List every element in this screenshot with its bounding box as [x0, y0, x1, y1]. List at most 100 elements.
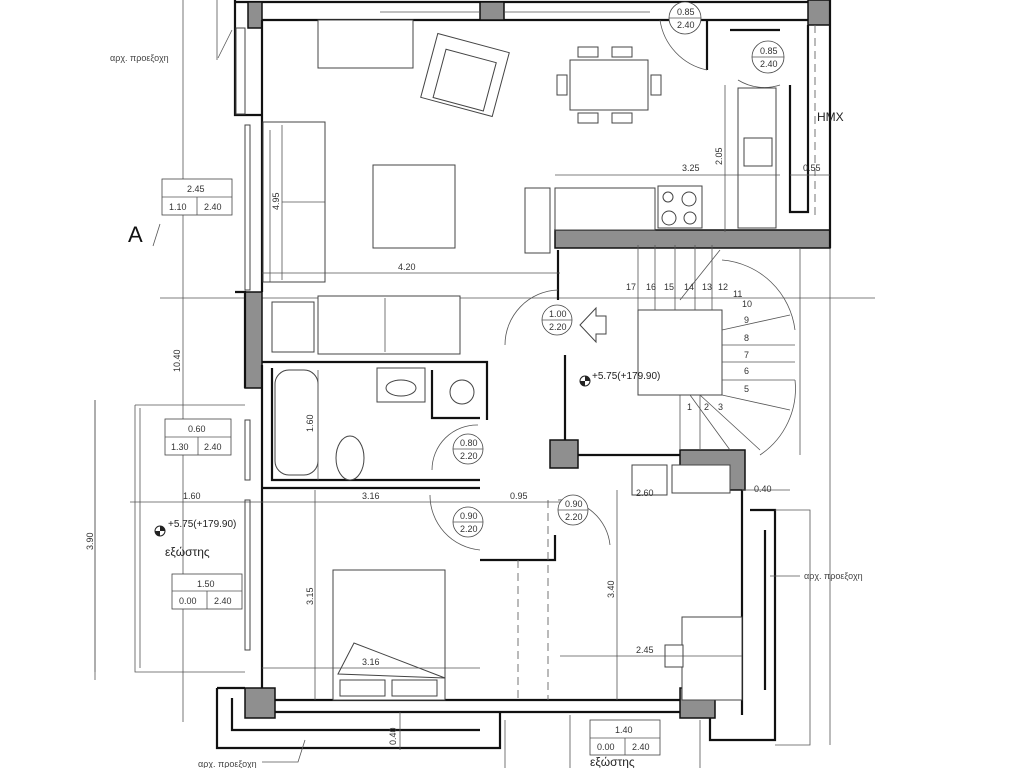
svg-text:0.60: 0.60 [188, 424, 206, 434]
svg-text:6: 6 [744, 366, 749, 376]
svg-text:0.00: 0.00 [179, 596, 197, 606]
svg-text:2.40: 2.40 [760, 59, 778, 69]
toilet [335, 435, 365, 481]
svg-text:0.00: 0.00 [597, 742, 615, 752]
svg-text:16: 16 [646, 282, 656, 292]
svg-text:3.16: 3.16 [362, 657, 380, 667]
svg-text:17: 17 [626, 282, 636, 292]
wardrobe [631, 464, 668, 496]
svg-text:0.80: 0.80 [460, 438, 478, 448]
svg-text:2.05: 2.05 [714, 147, 724, 165]
svg-text:2: 2 [704, 402, 709, 412]
svg-text:10.40: 10.40 [172, 349, 182, 372]
balcony-label: εξώστης [165, 545, 210, 559]
svg-text:7: 7 [744, 350, 749, 360]
svg-text:2.40: 2.40 [214, 596, 232, 606]
svg-text:0.90: 0.90 [460, 511, 478, 521]
svg-text:15: 15 [664, 282, 674, 292]
window-tag: 2.45 1.10 2.40 [161, 178, 233, 216]
svg-text:2.20: 2.20 [460, 451, 478, 461]
svg-text:5: 5 [744, 384, 749, 394]
projection-label: αρχ. προεξοχη [110, 53, 169, 63]
svg-text:0.90: 0.90 [565, 499, 583, 509]
door-swings [429, 19, 781, 551]
svg-text:1.00: 1.00 [549, 309, 567, 319]
svg-text:3.25: 3.25 [682, 163, 700, 173]
balcony-bottom [504, 715, 701, 768]
svg-text:3.15: 3.15 [305, 587, 315, 605]
svg-text:3.16: 3.16 [362, 491, 380, 501]
svg-text:1.60: 1.60 [305, 414, 315, 432]
projection-label: αρχ. προεξοχη [198, 759, 257, 768]
svg-text:10: 10 [742, 299, 752, 309]
stair-step-numbers: 1 2 3 5 6 7 8 9 10 11 12 13 14 15 16 17 [626, 282, 752, 412]
projection-label: αρχ. προεξοχη [804, 571, 863, 581]
svg-text:1.50: 1.50 [197, 579, 215, 589]
coffee-table [372, 164, 456, 249]
svg-text:2.20: 2.20 [460, 524, 478, 534]
furniture [262, 19, 777, 701]
svg-text:2.20: 2.20 [549, 322, 567, 332]
level-mark: +5.75(+179.90) [168, 519, 236, 530]
door-tag: 0.85 2.40 [751, 40, 785, 74]
svg-text:2.40: 2.40 [204, 442, 222, 452]
svg-text:2.60: 2.60 [636, 488, 654, 498]
svg-text:2.40: 2.40 [632, 742, 650, 752]
svg-text:13: 13 [702, 282, 712, 292]
cabinet [524, 187, 551, 254]
svg-text:1.30: 1.30 [171, 442, 189, 452]
window-tag: 1.40 0.00 2.40 [589, 719, 661, 756]
balcony-label: εξώστης [590, 755, 635, 768]
svg-text:1.60: 1.60 [183, 491, 201, 501]
dining-table [569, 59, 649, 111]
svg-text:4.95: 4.95 [271, 192, 281, 210]
svg-text:1: 1 [687, 402, 692, 412]
corridor-sofa [317, 295, 461, 355]
svg-text:0.85: 0.85 [760, 46, 778, 56]
stair-well [637, 309, 723, 396]
svg-text:3.90: 3.90 [85, 532, 95, 550]
svg-text:2.45: 2.45 [187, 184, 205, 194]
svg-text:9: 9 [744, 315, 749, 325]
door-tag: 0.80 2.20 [452, 433, 484, 465]
svg-text:0.40: 0.40 [388, 727, 398, 745]
dimension-labels: 4.20 4.95 3.25 2.05 0.55 10.40 1.60 1.60… [85, 147, 821, 745]
tv-unit [317, 19, 414, 69]
dimension-lines [94, 85, 830, 750]
door-tag: 0.90 2.20 [557, 494, 589, 526]
svg-text:0.40: 0.40 [754, 484, 772, 494]
bed [332, 569, 446, 701]
svg-text:2.40: 2.40 [204, 202, 222, 212]
svg-text:2.40: 2.40 [677, 20, 695, 30]
svg-text:0.55: 0.55 [803, 163, 821, 173]
svg-text:0.95: 0.95 [510, 491, 528, 501]
svg-text:4.20: 4.20 [398, 262, 416, 272]
svg-text:0.85: 0.85 [677, 7, 695, 17]
level-marker-icon [154, 525, 166, 537]
door-tag: 0.85 2.40 [668, 1, 702, 35]
door-tag: 0.90 2.20 [452, 506, 484, 538]
armchair [420, 32, 510, 118]
section-marker: A [128, 222, 143, 247]
entrance-arrow-icon [579, 306, 607, 344]
svg-text:2.45: 2.45 [636, 645, 654, 655]
svg-text:14: 14 [684, 282, 694, 292]
svg-text:1.40: 1.40 [615, 725, 633, 735]
staircase: 1 2 3 5 6 7 8 9 10 11 12 13 14 15 16 17 [579, 245, 796, 456]
level-mark: +5.75(+179.90) [592, 371, 660, 382]
window-tag: 0.60 1.30 2.40 [164, 418, 232, 456]
kitchen-sink [743, 137, 773, 167]
svg-text:12: 12 [718, 282, 728, 292]
svg-text:8: 8 [744, 333, 749, 343]
balcony-left [134, 404, 245, 673]
door-tag: 1.00 2.20 [541, 304, 573, 336]
window-tag: 1.50 0.00 2.40 [171, 573, 243, 610]
washer [449, 379, 475, 405]
room-label-hmx: HMX [817, 110, 844, 124]
walls [215, 0, 832, 750]
svg-text:3.40: 3.40 [606, 580, 616, 598]
svg-text:11: 11 [733, 289, 742, 299]
svg-text:3: 3 [718, 402, 723, 412]
svg-text:1.10: 1.10 [169, 202, 187, 212]
